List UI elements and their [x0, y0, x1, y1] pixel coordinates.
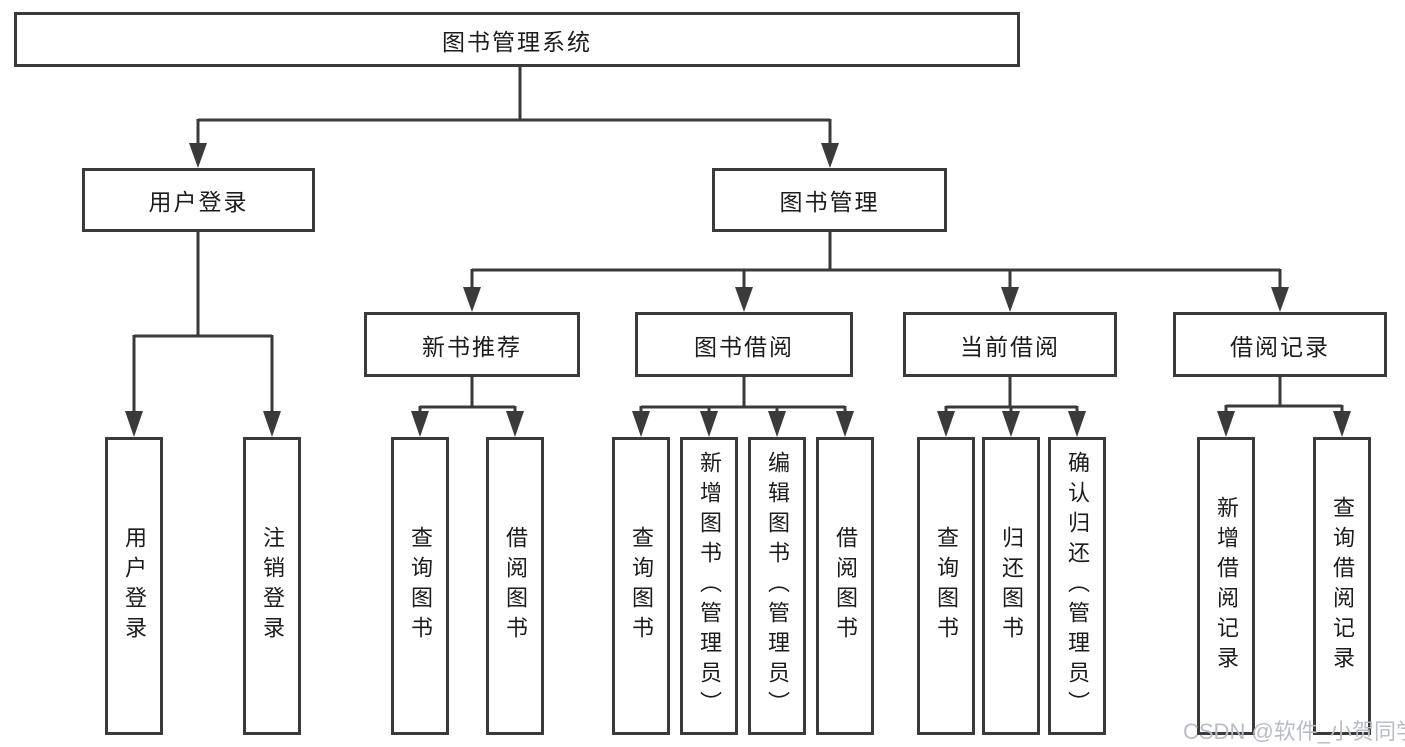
node-book-management: 图书管理	[712, 168, 947, 232]
leaf-query-book-1: 查询图书	[391, 437, 449, 735]
node-book-borrow: 图书借阅	[635, 312, 853, 377]
leaf-label: 新增借阅记录	[1214, 496, 1239, 676]
leaf-query-book-3: 查询图书	[917, 437, 975, 735]
leaf-label: 查询图书	[629, 526, 654, 646]
leaf-label: 确认归还（管理员）	[1065, 451, 1090, 721]
leaf-label: 编辑图书（管理员）	[765, 451, 790, 721]
leaf-label: 归还图书	[999, 526, 1024, 646]
leaf-user-login: 用户登录	[105, 437, 163, 735]
csdn-watermark: CSDN @软件_小贺同学	[1183, 719, 1405, 744]
node-root: 图书管理系统	[14, 12, 1020, 67]
leaf-query-book-2: 查询图书	[612, 437, 670, 735]
leaf-label: 注销登录	[260, 526, 285, 646]
leaf-label: 查询图书	[408, 526, 433, 646]
leaf-label: 查询借阅记录	[1330, 496, 1355, 676]
leaf-label: 查询图书	[934, 526, 959, 646]
node-borrow-records: 借阅记录	[1173, 312, 1387, 377]
leaf-confirm-return-admin: 确认归还（管理员）	[1048, 437, 1106, 735]
leaf-label: 借阅图书	[833, 526, 858, 646]
leaf-label: 新增图书（管理员）	[697, 451, 722, 721]
node-new-book-recommend: 新书推荐	[364, 312, 580, 377]
leaf-borrow-book-2: 借阅图书	[816, 437, 874, 735]
node-user-login: 用户登录	[82, 168, 315, 232]
leaf-add-borrow-record: 新增借阅记录	[1197, 437, 1255, 735]
leaf-label: 借阅图书	[503, 526, 528, 646]
leaf-query-borrow-record: 查询借阅记录	[1313, 437, 1371, 735]
leaf-label: 用户登录	[122, 526, 147, 646]
leaf-edit-book-admin: 编辑图书（管理员）	[748, 437, 806, 735]
leaf-logout: 注销登录	[243, 437, 301, 735]
node-current-borrow: 当前借阅	[903, 312, 1117, 377]
leaf-borrow-book-1: 借阅图书	[486, 437, 544, 735]
leaf-return-book: 归还图书	[982, 437, 1040, 735]
leaf-add-book-admin: 新增图书（管理员）	[680, 437, 738, 735]
